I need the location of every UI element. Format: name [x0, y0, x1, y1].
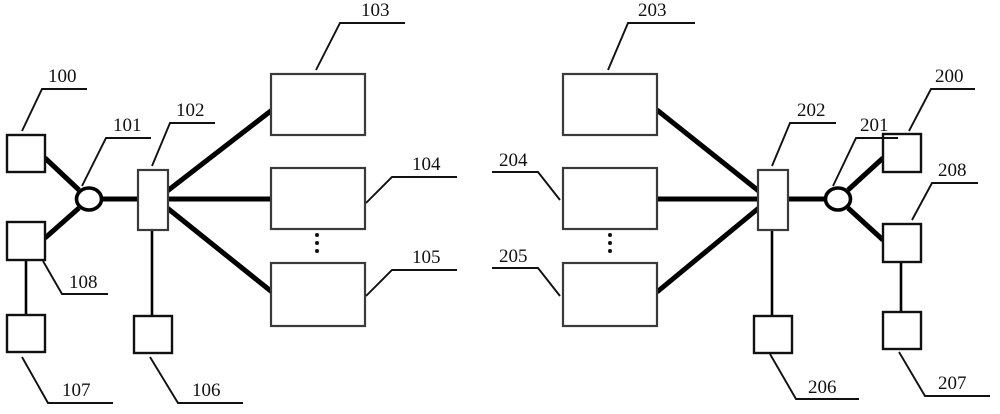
right-assembly: 203 204 205 202 201 200 208 206 207	[492, 0, 990, 400]
ref-label-201: 201	[860, 115, 889, 136]
node-201-circle[interactable]	[823, 186, 853, 212]
ref-label-207: 207	[938, 373, 967, 394]
node-104[interactable]	[269, 166, 367, 231]
leader-100	[21, 88, 87, 132]
leader-101	[81, 137, 151, 187]
link-102-to-103	[164, 108, 274, 194]
node-102[interactable]	[136, 168, 170, 232]
left-assembly: 100 101 102 103 104 105 106 107 108	[5, 0, 457, 404]
node-203[interactable]	[561, 72, 659, 137]
leader-202	[771, 122, 836, 167]
link-201-to-200	[846, 156, 885, 192]
node-100[interactable]	[5, 133, 47, 174]
ref-label-100: 100	[48, 66, 77, 87]
leader-206	[769, 353, 859, 400]
ref-label-106: 106	[192, 380, 221, 401]
leader-102	[151, 122, 215, 167]
node-208[interactable]	[881, 222, 923, 264]
node-205[interactable]	[561, 261, 659, 328]
ref-label-108: 108	[69, 272, 98, 293]
ref-label-105: 105	[412, 247, 441, 268]
leader-200	[908, 88, 975, 132]
link-201-to-208	[846, 206, 885, 242]
ref-label-102: 102	[176, 100, 205, 121]
node-108[interactable]	[5, 220, 47, 262]
link-102-to-105	[164, 205, 274, 294]
node-107[interactable]	[5, 313, 47, 354]
leader-207	[898, 351, 990, 397]
leader-108	[42, 260, 108, 295]
ref-label-101: 101	[113, 115, 142, 136]
ref-label-107: 107	[62, 380, 91, 401]
left-ellipsis	[315, 233, 319, 253]
leader-105	[365, 269, 457, 297]
ref-label-204: 204	[499, 150, 528, 171]
leader-204	[492, 171, 561, 201]
node-103[interactable]	[269, 72, 367, 137]
ref-label-203: 203	[638, 0, 667, 21]
ref-label-202: 202	[797, 100, 826, 121]
right-ellipsis	[608, 233, 612, 253]
link-203-to-202	[655, 108, 762, 194]
link-100-to-101	[43, 156, 81, 192]
leader-205	[492, 267, 561, 297]
ref-label-200: 200	[935, 66, 964, 87]
node-202[interactable]	[756, 168, 790, 232]
node-200[interactable]	[881, 132, 923, 174]
ref-label-205: 205	[499, 246, 528, 267]
leader-104	[365, 176, 457, 204]
node-105[interactable]	[269, 261, 367, 328]
node-204[interactable]	[561, 166, 659, 231]
leader-103	[315, 22, 405, 71]
leader-107	[21, 356, 113, 404]
ref-label-206: 206	[808, 377, 837, 398]
leader-203	[607, 22, 695, 71]
leader-208	[911, 182, 978, 221]
ref-label-103: 103	[361, 0, 390, 21]
leader-106	[149, 356, 243, 404]
ref-label-104: 104	[412, 154, 441, 175]
link-108-to-101	[43, 206, 81, 240]
node-101-circle[interactable]	[74, 186, 104, 212]
link-205-to-202	[655, 205, 762, 294]
node-207[interactable]	[881, 310, 923, 351]
node-106[interactable]	[132, 314, 174, 355]
node-206[interactable]	[752, 314, 794, 355]
ref-label-208: 208	[938, 160, 967, 181]
leader-201	[832, 137, 898, 187]
